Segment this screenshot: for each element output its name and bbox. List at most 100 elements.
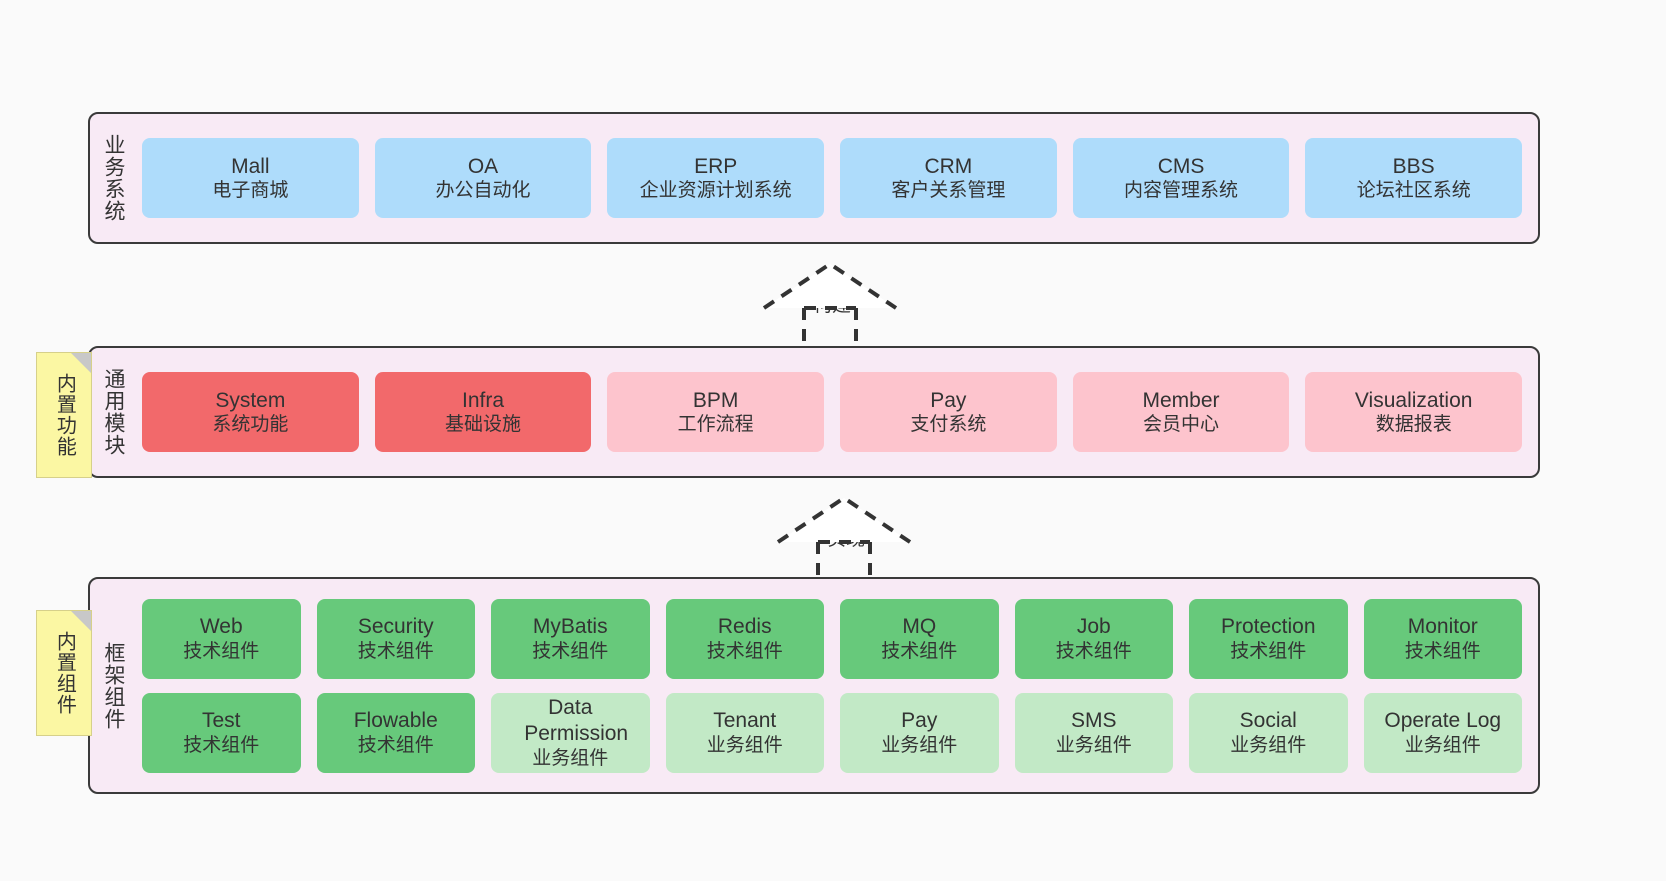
module-subtitle: 技术组件 [881, 640, 958, 662]
module-subtitle: 电子商城 [212, 180, 289, 202]
module-box-flowable[interactable]: Flowable 技术组件 [316, 692, 475, 773]
module-box-erp[interactable]: ERP 企业资源计划系统 [607, 138, 825, 218]
module-box-member[interactable]: Member 会员中心 [1072, 372, 1290, 452]
module-title: MQ [902, 615, 937, 639]
module-box-operate-log[interactable]: Operate Log 业务组件 [1363, 692, 1522, 773]
module-title: BPM [692, 388, 739, 412]
module-box-crm[interactable]: CRM 客户关系管理 [840, 138, 1057, 218]
module-title: Infra [461, 388, 505, 412]
module-title: CRM [924, 154, 973, 178]
module-title: Security [357, 615, 434, 639]
module-title: BBS [1392, 154, 1435, 178]
module-subtitle: 业务组件 [1055, 734, 1132, 756]
module-subtitle: 办公自动化 [435, 180, 531, 202]
layer-common-modules: 通用模块 System 系统功能 Infra 基础设施 BPM 工作流程 Pay… [88, 346, 1540, 478]
module-box-cms[interactable]: CMS 内容管理系统 [1072, 138, 1290, 218]
module-subtitle: 支付系统 [910, 414, 987, 436]
module-title: Monitor [1407, 615, 1478, 639]
module-box-data-permission[interactable]: Data Permission 业务组件 [491, 692, 650, 773]
framework-row-business: Test 技术组件 Flowable 技术组件 Data Permission … [142, 692, 1522, 773]
module-subtitle: 技术组件 [1404, 640, 1481, 662]
layer-business-systems: 业务系统 Mall 电子商城 OA 办公自动化 ERP 企业资源计划系统 CRM… [88, 112, 1540, 244]
note-builtin-components: 内置组件 [36, 610, 92, 736]
module-subtitle: 技术组件 [357, 734, 434, 756]
module-title: Job [1076, 615, 1111, 639]
module-title: Visualization [1354, 388, 1473, 412]
module-box-pay[interactable]: Pay 支付系统 [840, 372, 1057, 452]
module-title: MyBatis [532, 615, 608, 639]
module-title: Test [201, 709, 241, 733]
layer-body-common-modules: System 系统功能 Infra 基础设施 BPM 工作流程 Pay 支付系统… [136, 348, 1538, 476]
module-box-redis[interactable]: Redis 技术组件 [665, 598, 824, 679]
module-title: Data Permission [524, 696, 629, 745]
note-builtin-features: 内置功能 [36, 352, 92, 478]
note-builtin-components-label: 内置组件 [53, 631, 76, 715]
module-box-social[interactable]: Social 业务组件 [1189, 692, 1348, 773]
module-subtitle: 企业资源计划系统 [639, 180, 792, 202]
module-title: ERP [694, 154, 738, 178]
module-subtitle: 客户关系管理 [891, 180, 1006, 202]
module-title: Protection [1220, 615, 1316, 639]
module-title: Web [199, 615, 243, 639]
module-box-system[interactable]: System 系统功能 [142, 372, 359, 452]
framework-row-technical: Web 技术组件 Security 技术组件 MyBatis 技术组件 Redi… [142, 598, 1522, 679]
layer-title-business-systems: 业务系统 [101, 134, 125, 222]
module-title: Social [1239, 709, 1297, 733]
module-box-bbs[interactable]: BBS 论坛社区系统 [1305, 138, 1523, 218]
module-title: System [215, 388, 286, 412]
module-subtitle: 技术组件 [1055, 640, 1132, 662]
module-box-mq[interactable]: MQ 技术组件 [840, 598, 999, 679]
module-title: SMS [1070, 709, 1117, 733]
module-box-job[interactable]: Job 技术组件 [1014, 598, 1173, 679]
module-title: Redis [717, 615, 772, 639]
module-subtitle: 技术组件 [183, 640, 260, 662]
module-subtitle: 业务组件 [1230, 734, 1307, 756]
module-subtitle: 会员中心 [1143, 414, 1220, 436]
module-subtitle: 技术组件 [357, 640, 434, 662]
module-subtitle: 业务组件 [881, 734, 958, 756]
module-subtitle: 业务组件 [1404, 734, 1481, 756]
module-title: Tenant [713, 709, 777, 733]
module-box-bpm[interactable]: BPM 工作流程 [607, 372, 825, 452]
module-box-sms[interactable]: SMS 业务组件 [1014, 692, 1173, 773]
arrow-build [758, 258, 906, 350]
module-box-protection[interactable]: Protection 技术组件 [1189, 598, 1348, 679]
module-subtitle: 基础设施 [445, 414, 522, 436]
layer-title-framework-components: 框架组件 [101, 641, 125, 730]
module-box-visualization[interactable]: Visualization 数据报表 [1305, 372, 1523, 452]
module-box-tenant[interactable]: Tenant 业务组件 [665, 692, 824, 773]
module-box-web[interactable]: Web 技术组件 [142, 598, 301, 679]
module-subtitle: 业务组件 [532, 747, 609, 769]
module-title: Flowable [353, 709, 438, 733]
module-title: Pay [901, 709, 938, 733]
layer-body-framework-components: Web 技术组件 Security 技术组件 MyBatis 技术组件 Redi… [136, 579, 1538, 792]
module-box-infra[interactable]: Infra 基础设施 [374, 372, 592, 452]
module-box-mall[interactable]: Mall 电子商城 [142, 138, 359, 218]
module-box-mybatis[interactable]: MyBatis 技术组件 [491, 598, 650, 679]
module-box-test[interactable]: Test 技术组件 [142, 692, 301, 773]
note-builtin-features-label: 内置功能 [53, 373, 76, 457]
layer-framework-components: 框架组件 Web 技术组件 Security 技术组件 MyBatis 技术组件… [88, 577, 1540, 794]
module-title: OA [467, 154, 499, 178]
module-subtitle: 工作流程 [677, 414, 754, 436]
arrow-implement-icon [776, 495, 912, 584]
module-subtitle: 业务组件 [706, 734, 783, 756]
module-box-pay-business[interactable]: Pay 业务组件 [840, 692, 999, 773]
layer-body-business-systems: Mall 电子商城 OA 办公自动化 ERP 企业资源计划系统 CRM 客户关系… [136, 114, 1538, 242]
module-subtitle: 数据报表 [1375, 414, 1452, 436]
arrow-build-icon [762, 261, 898, 350]
module-box-monitor[interactable]: Monitor 技术组件 [1363, 598, 1522, 679]
module-subtitle: 技术组件 [1230, 640, 1307, 662]
module-subtitle: 内容管理系统 [1124, 180, 1239, 202]
module-subtitle: 技术组件 [706, 640, 783, 662]
module-subtitle: 系统功能 [212, 414, 289, 436]
module-subtitle: 技术组件 [532, 640, 609, 662]
arrow-implement [772, 492, 920, 584]
layer-title-common-modules: 通用模块 [101, 368, 125, 456]
module-subtitle: 技术组件 [183, 734, 260, 756]
module-box-oa[interactable]: OA 办公自动化 [374, 138, 592, 218]
module-subtitle: 论坛社区系统 [1356, 180, 1471, 202]
module-box-security[interactable]: Security 技术组件 [316, 598, 475, 679]
module-title: Member [1142, 388, 1220, 412]
module-title: CMS [1157, 154, 1205, 178]
